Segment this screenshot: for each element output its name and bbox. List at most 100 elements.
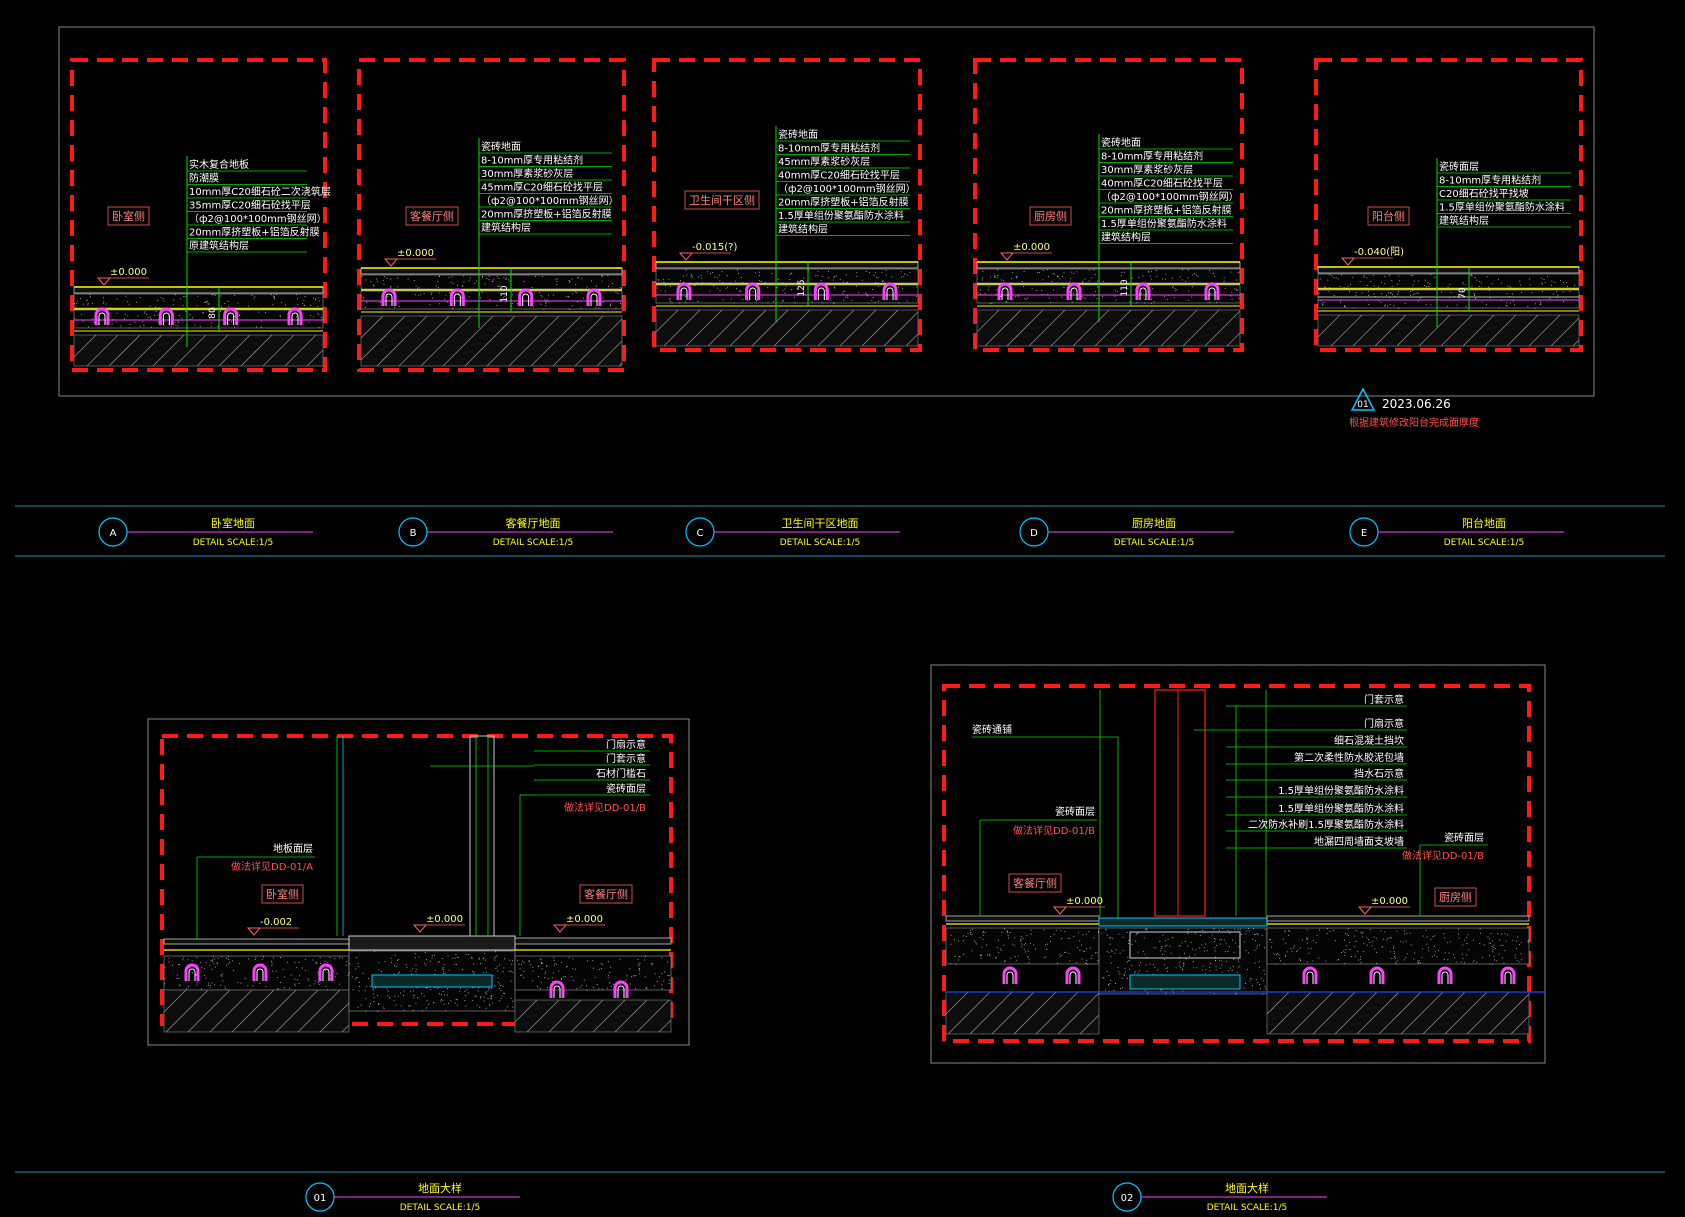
aggregate-dot xyxy=(1355,930,1357,931)
aggregate-dot xyxy=(386,277,388,279)
aggregate-dot xyxy=(1387,305,1388,307)
aggregate-dot xyxy=(808,270,809,271)
aggregate-dot xyxy=(485,959,486,961)
aggregate-dot xyxy=(1373,936,1375,938)
aggregate-dot xyxy=(1159,941,1161,942)
heating-pipe-loop xyxy=(223,307,239,325)
aggregate-dot xyxy=(1531,292,1533,294)
room-tag-box xyxy=(1029,206,1072,226)
aggregate-dot xyxy=(1347,928,1349,930)
aggregate-dot xyxy=(1428,950,1430,952)
aggregate-dot xyxy=(1085,948,1087,949)
aggregate-dot xyxy=(373,1001,375,1002)
aggregate-dot xyxy=(395,1004,397,1006)
aggregate-dot xyxy=(566,966,568,967)
aggregate-dot xyxy=(214,958,216,960)
aggregate-dot xyxy=(1447,286,1449,288)
aggregate-dot xyxy=(178,315,180,317)
aggregate-dot xyxy=(1286,951,1288,953)
aggregate-dot xyxy=(1491,945,1493,947)
aggregate-dot xyxy=(1578,295,1580,296)
aggregate-dot xyxy=(1093,295,1095,297)
aggregate-dot xyxy=(425,987,427,988)
aggregate-dot xyxy=(1280,960,1281,962)
aggregate-dot xyxy=(638,965,640,967)
aggregate-dot xyxy=(654,973,656,975)
aggregate-dot xyxy=(1041,290,1042,292)
aggregate-dot xyxy=(1257,982,1259,984)
aggregate-dot xyxy=(450,1000,452,1002)
hatch-line xyxy=(1466,991,1510,1035)
aggregate-dot xyxy=(1543,279,1545,280)
aggregate-dot xyxy=(1306,961,1308,963)
aggregate-dot xyxy=(1306,938,1308,940)
detail-02-tile-left-label: 瓷砖面层 xyxy=(1055,805,1095,818)
aggregate-dot xyxy=(1345,949,1347,950)
aggregate-dot xyxy=(421,1010,423,1012)
aggregate-dot xyxy=(447,994,448,996)
aggregate-dot xyxy=(1068,953,1070,954)
aggregate-dot xyxy=(463,275,465,277)
aggregate-dot xyxy=(1214,275,1216,277)
aggregate-dot xyxy=(413,280,415,281)
aggregate-dot xyxy=(304,296,306,297)
aggregate-dot xyxy=(1527,305,1529,307)
aggregate-dot xyxy=(1346,934,1348,936)
aggregate-dot xyxy=(667,961,668,963)
aggregate-dot xyxy=(1366,277,1368,279)
aggregate-dot xyxy=(1554,281,1556,283)
section-c-heating-pipe xyxy=(745,282,761,300)
aggregate-dot xyxy=(1427,282,1429,284)
aggregate-dot xyxy=(625,979,627,981)
aggregate-dot xyxy=(1118,933,1120,935)
aggregate-dot xyxy=(1456,961,1458,963)
aggregate-dot xyxy=(277,988,279,990)
aggregate-dot xyxy=(1225,951,1226,953)
aggregate-dot xyxy=(1299,958,1300,960)
aggregate-dot xyxy=(1182,279,1183,281)
aggregate-dot xyxy=(686,274,688,276)
aggregate-dot xyxy=(438,287,439,288)
aggregate-dot xyxy=(240,982,242,984)
aggregate-dot xyxy=(626,975,628,977)
aggregate-dot xyxy=(1363,943,1365,945)
aggregate-dot xyxy=(1073,273,1075,274)
aggregate-dot xyxy=(833,302,835,304)
aggregate-dot xyxy=(696,282,698,284)
aggregate-dot xyxy=(532,970,534,972)
aggregate-dot xyxy=(1233,951,1235,953)
aggregate-dot xyxy=(1542,290,1543,292)
aggregate-dot xyxy=(355,978,356,980)
elevation-text: -0.040(阳) xyxy=(1354,246,1404,258)
aggregate-dot xyxy=(1349,942,1350,943)
aggregate-dot xyxy=(1306,942,1308,944)
aggregate-dot xyxy=(545,304,547,306)
aggregate-dot xyxy=(492,280,494,282)
aggregate-dot xyxy=(178,964,179,965)
aggregate-dot xyxy=(1013,944,1015,946)
aggregate-dot xyxy=(1447,942,1449,944)
aggregate-dot xyxy=(566,296,568,297)
aggregate-dot xyxy=(1215,969,1217,971)
aggregate-dot xyxy=(1027,956,1029,958)
aggregate-dot xyxy=(1405,957,1407,958)
aggregate-dot xyxy=(834,286,835,288)
aggregate-dot xyxy=(736,288,737,290)
aggregate-dot xyxy=(217,957,219,959)
aggregate-dot xyxy=(1381,293,1382,295)
aggregate-dot xyxy=(1541,277,1543,279)
aggregate-dot xyxy=(1306,929,1308,931)
section-c-structure xyxy=(655,309,919,347)
heating-pipe-loop xyxy=(549,980,565,998)
aggregate-dot xyxy=(1163,964,1165,966)
aggregate-dot xyxy=(398,306,400,307)
aggregate-dot xyxy=(503,277,505,279)
aggregate-dot xyxy=(1340,302,1341,303)
aggregate-dot xyxy=(1003,280,1005,282)
aggregate-dot xyxy=(442,991,444,992)
aggregate-dot xyxy=(1264,947,1265,949)
aggregate-dot xyxy=(1551,280,1553,282)
heating-pipe-inner xyxy=(590,293,598,306)
aggregate-dot xyxy=(991,303,993,304)
aggregate-dot xyxy=(317,974,319,976)
